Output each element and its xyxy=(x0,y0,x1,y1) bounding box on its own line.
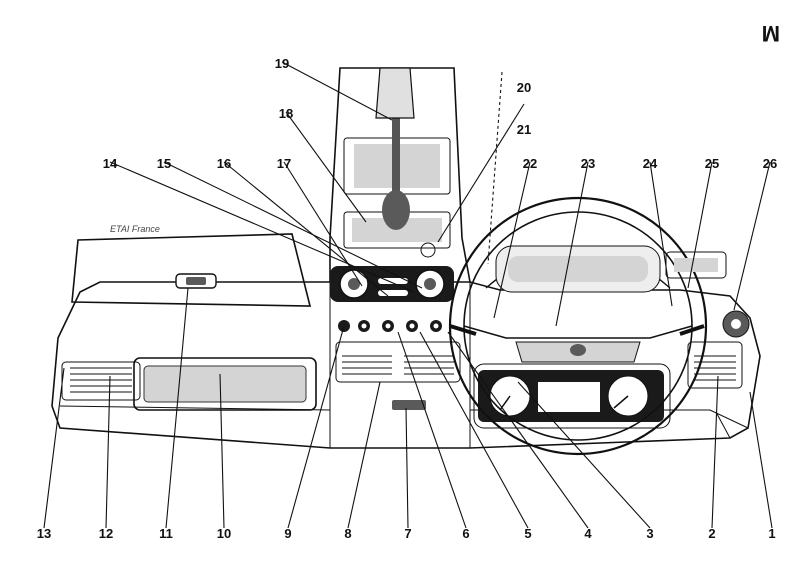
callout-16: 16 xyxy=(217,156,231,171)
callout-22: 22 xyxy=(523,156,537,171)
glovebox-lid: ETAI France xyxy=(71,224,312,307)
callout-19: 19 xyxy=(275,56,289,71)
callout-4: 4 xyxy=(584,526,592,541)
callout-9: 9 xyxy=(284,526,291,541)
callout-18: 18 xyxy=(279,106,293,121)
callout-17: 17 xyxy=(277,156,291,171)
callout-13: 13 xyxy=(37,526,51,541)
callout-8: 8 xyxy=(344,526,351,541)
callout-6: 6 xyxy=(462,526,469,541)
callout-21: 21 xyxy=(517,122,531,137)
callout-12: 12 xyxy=(99,526,113,541)
section-letter: M xyxy=(762,21,780,46)
leader-lines xyxy=(43,61,773,529)
callout-2: 2 xyxy=(708,526,715,541)
centre-console xyxy=(329,67,471,410)
callout-3: 3 xyxy=(646,526,653,541)
callout-23: 23 xyxy=(581,156,595,171)
callout-24: 24 xyxy=(643,156,658,171)
callout-26: 26 xyxy=(763,156,777,171)
callout-7: 7 xyxy=(404,526,411,541)
callout-25: 25 xyxy=(705,156,719,171)
callout-numbers: 1 2 3 4 5 6 7 8 9 10 11 12 13 14 15 16 1… xyxy=(37,56,777,541)
dashboard-tray xyxy=(133,357,317,411)
callout-5: 5 xyxy=(524,526,531,541)
maker-mark: ETAI France xyxy=(110,224,160,234)
instrument-cluster xyxy=(473,310,750,429)
callout-10: 10 xyxy=(217,526,231,541)
side-air-vent xyxy=(61,361,141,401)
callout-20: 20 xyxy=(517,80,531,95)
callout-15: 15 xyxy=(157,156,171,171)
callout-14: 14 xyxy=(103,156,118,171)
callout-11: 11 xyxy=(159,526,173,541)
callout-1: 1 xyxy=(768,526,775,541)
